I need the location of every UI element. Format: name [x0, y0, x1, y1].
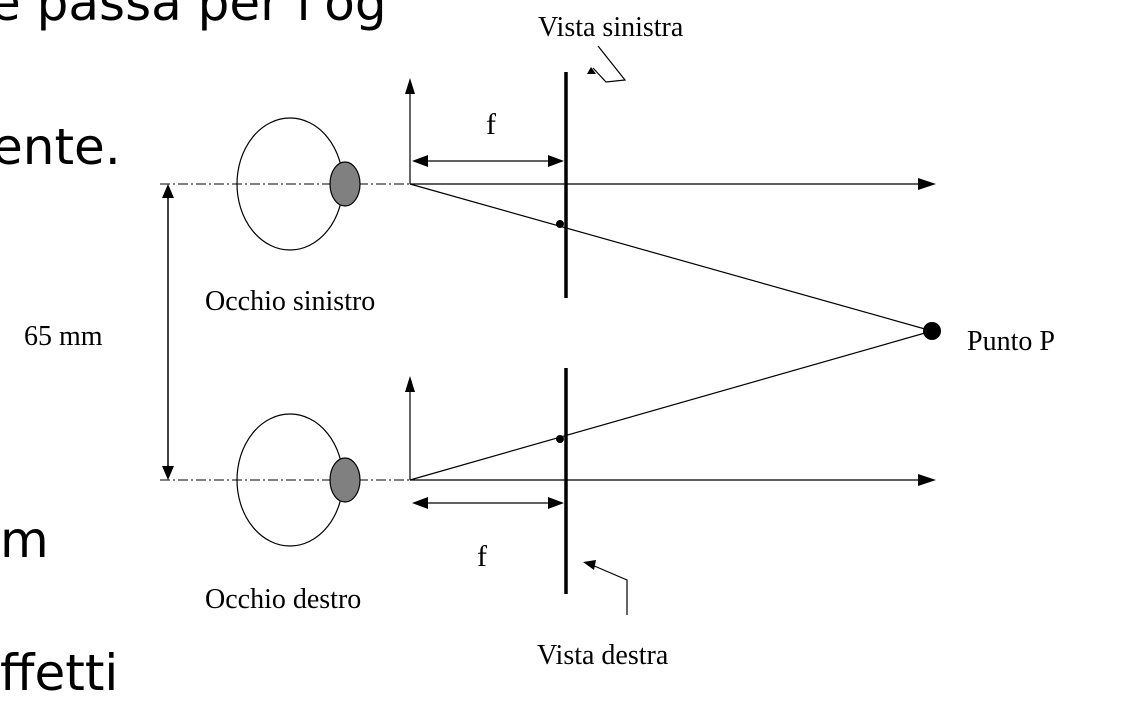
slide: e passa per l'og ente. m ffetti 65 mm [0, 0, 1055, 698]
label-backdrop [522, 0, 784, 52]
distance-arrow-head-top [162, 184, 174, 198]
right-optical-axis-head [918, 474, 936, 486]
vista-destra-leader-head [583, 560, 596, 570]
vista-destra-leader [591, 564, 628, 615]
stereo-vision-diagram: 65 mm f f [24, 0, 1055, 671]
right-up-arrow-head [405, 376, 415, 392]
focal-arrow-bottom-head-right [548, 497, 564, 509]
point-p [923, 322, 941, 340]
distance-arrow-head-bottom [162, 466, 174, 480]
occhio-destro-label: Occhio destro [205, 584, 361, 615]
right-pupil [329, 457, 361, 503]
vista-sinistra-leader [592, 45, 627, 83]
ray-right-eye-to-p [409, 330, 933, 481]
focal-arrow-top-head-left [412, 155, 428, 167]
distance-label: 65 mm [24, 321, 103, 352]
left-projection-point [556, 220, 564, 228]
focal-arrow-bottom-head-left [412, 497, 428, 509]
left-up-arrow-head [405, 78, 415, 94]
slide-text-fragment-3: m [0, 511, 49, 569]
ray-left-eye-to-p [409, 183, 933, 332]
vista-sinistra-leader-head [587, 67, 596, 74]
right-projection-point [556, 435, 564, 443]
left-pupil [329, 161, 361, 207]
slide-text-fragment-1: e passa per l'og [0, 0, 387, 32]
focal-label-bottom: f [477, 540, 487, 573]
focal-arrow-top-head-right [548, 155, 564, 167]
left-optical-axis-head [918, 178, 936, 190]
vista-destra-label: Vista destra [537, 640, 669, 671]
point-p-label: Punto P [967, 326, 1055, 357]
slide-text-fragment-2: ente. [0, 118, 121, 176]
vista-sinistra-label: Vista sinistra [538, 12, 684, 43]
occhio-sinistro-label: Occhio sinistro [205, 286, 375, 317]
focal-label-top: f [486, 108, 496, 141]
